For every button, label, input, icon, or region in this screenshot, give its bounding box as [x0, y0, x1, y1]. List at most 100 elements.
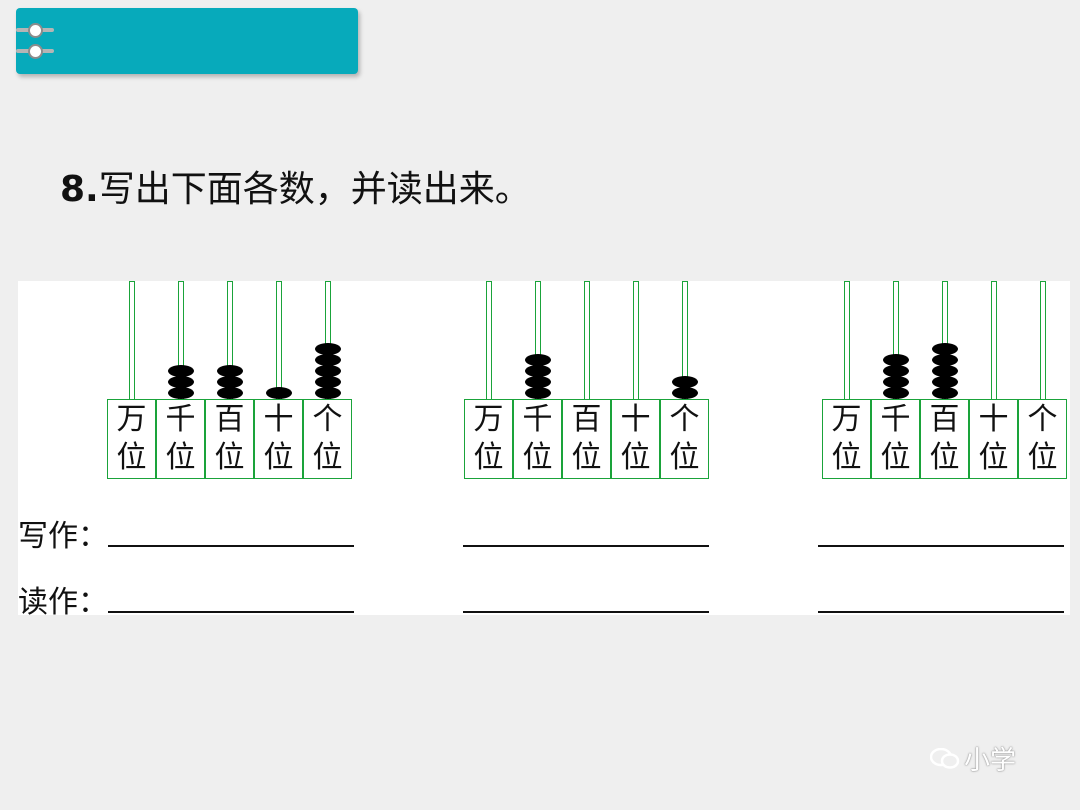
place-label-char: 位: [215, 439, 245, 477]
place-label-char: 位: [881, 439, 911, 477]
write-answer-line[interactable]: [463, 545, 709, 547]
abacus-bead: [883, 365, 909, 377]
place-label-char: 位: [930, 439, 960, 477]
abacus-bead: [932, 354, 958, 366]
place-label-char: 千: [881, 401, 911, 439]
place-label-char: 万: [474, 401, 504, 439]
place-label-char: 位: [979, 439, 1009, 477]
place-label-char: 百: [215, 401, 245, 439]
binder-ring-icon: [28, 44, 43, 59]
place-label-char: 位: [264, 439, 294, 477]
place-label-char: 位: [117, 439, 147, 477]
abacus: 万位千位百位十位个位: [822, 281, 1072, 481]
abacus-rod: [1040, 281, 1046, 399]
place-value-label: 万位: [464, 399, 513, 479]
question-text: 写出下面各数，并读出来。: [99, 169, 531, 210]
abacus-rod: [486, 281, 492, 399]
abacus-bead: [932, 365, 958, 377]
place-label-char: 十: [621, 401, 651, 439]
place-label-char: 十: [979, 401, 1009, 439]
write-label: 写作：: [18, 511, 108, 555]
abacus-rod: [276, 281, 282, 399]
place-label-char: 位: [1028, 439, 1058, 477]
abacus-bead: [315, 387, 341, 399]
read-answer-line[interactable]: [818, 611, 1064, 613]
place-value-label: 百位: [205, 399, 254, 479]
abacus-bead: [168, 376, 194, 388]
place-label-char: 百: [930, 401, 960, 439]
place-value-label: 千位: [156, 399, 205, 479]
place-label-char: 万: [117, 401, 147, 439]
abacus-bead: [168, 387, 194, 399]
place-value-label: 十位: [611, 399, 660, 479]
read-label: 读作：: [18, 577, 108, 621]
abacus-bead: [315, 354, 341, 366]
abacus-bead: [525, 376, 551, 388]
abacus-bead: [217, 387, 243, 399]
abacus-bead: [315, 376, 341, 388]
header-tab: [16, 8, 358, 74]
abacus-bead: [883, 354, 909, 366]
place-label-char: 千: [166, 401, 196, 439]
place-value-label: 个位: [660, 399, 709, 479]
watermark-text: 小学: [964, 740, 1016, 777]
place-value-label: 千位: [513, 399, 562, 479]
chat-bubble-icon: [930, 748, 960, 770]
place-value-label: 十位: [969, 399, 1018, 479]
abacus-bead: [217, 365, 243, 377]
abacus-bead: [672, 376, 698, 388]
question-number: 8.: [60, 169, 99, 210]
place-label-char: 个: [1028, 401, 1058, 439]
write-answer-line[interactable]: [818, 545, 1064, 547]
place-value-label: 个位: [1018, 399, 1067, 479]
watermark: 小学: [930, 740, 1016, 777]
read-answer-line[interactable]: [463, 611, 709, 613]
place-label-char: 位: [832, 439, 862, 477]
place-label-char: 千: [523, 401, 553, 439]
abacus-rod: [584, 281, 590, 399]
abacus-rod: [844, 281, 850, 399]
place-value-label: 百位: [562, 399, 611, 479]
place-value-label: 千位: [871, 399, 920, 479]
abacus-bead: [168, 365, 194, 377]
place-value-label: 百位: [920, 399, 969, 479]
place-value-label: 十位: [254, 399, 303, 479]
place-label-char: 十: [264, 401, 294, 439]
abacus-bead: [266, 387, 292, 399]
write-answer-line[interactable]: [108, 545, 354, 547]
abacus-bead: [883, 387, 909, 399]
place-label-char: 位: [166, 439, 196, 477]
place-label-char: 位: [572, 439, 602, 477]
work-panel: 万位千位百位十位个位 万位千位百位十位个位 万位千位百位十位个位 写作： 读作：: [18, 281, 1070, 615]
abacus-bead: [315, 343, 341, 355]
read-answer-line[interactable]: [108, 611, 354, 613]
abacus-rod: [991, 281, 997, 399]
abacus-rod: [129, 281, 135, 399]
binder-ring-icon: [28, 23, 43, 38]
place-label-char: 位: [621, 439, 651, 477]
place-label-char: 万: [832, 401, 862, 439]
place-label-char: 位: [313, 439, 343, 477]
place-label-char: 个: [670, 401, 700, 439]
abacus-bead: [932, 387, 958, 399]
abacus-bead: [525, 387, 551, 399]
abacus-bead: [932, 343, 958, 355]
place-label-char: 个: [313, 401, 343, 439]
abacus-bead: [525, 354, 551, 366]
abacus-bead: [217, 376, 243, 388]
place-label-char: 位: [523, 439, 553, 477]
place-label-char: 位: [474, 439, 504, 477]
question-title: 8.写出下面各数，并读出来。: [60, 160, 531, 212]
place-value-label: 万位: [107, 399, 156, 479]
abacus-bead: [932, 376, 958, 388]
abacus: 万位千位百位十位个位: [107, 281, 357, 481]
abacus-bead: [525, 365, 551, 377]
abacus-rod: [633, 281, 639, 399]
abacus-bead: [883, 376, 909, 388]
abacus: 万位千位百位十位个位: [464, 281, 714, 481]
place-label-char: 百: [572, 401, 602, 439]
place-value-label: 万位: [822, 399, 871, 479]
abacus-bead: [315, 365, 341, 377]
place-value-label: 个位: [303, 399, 352, 479]
place-label-char: 位: [670, 439, 700, 477]
